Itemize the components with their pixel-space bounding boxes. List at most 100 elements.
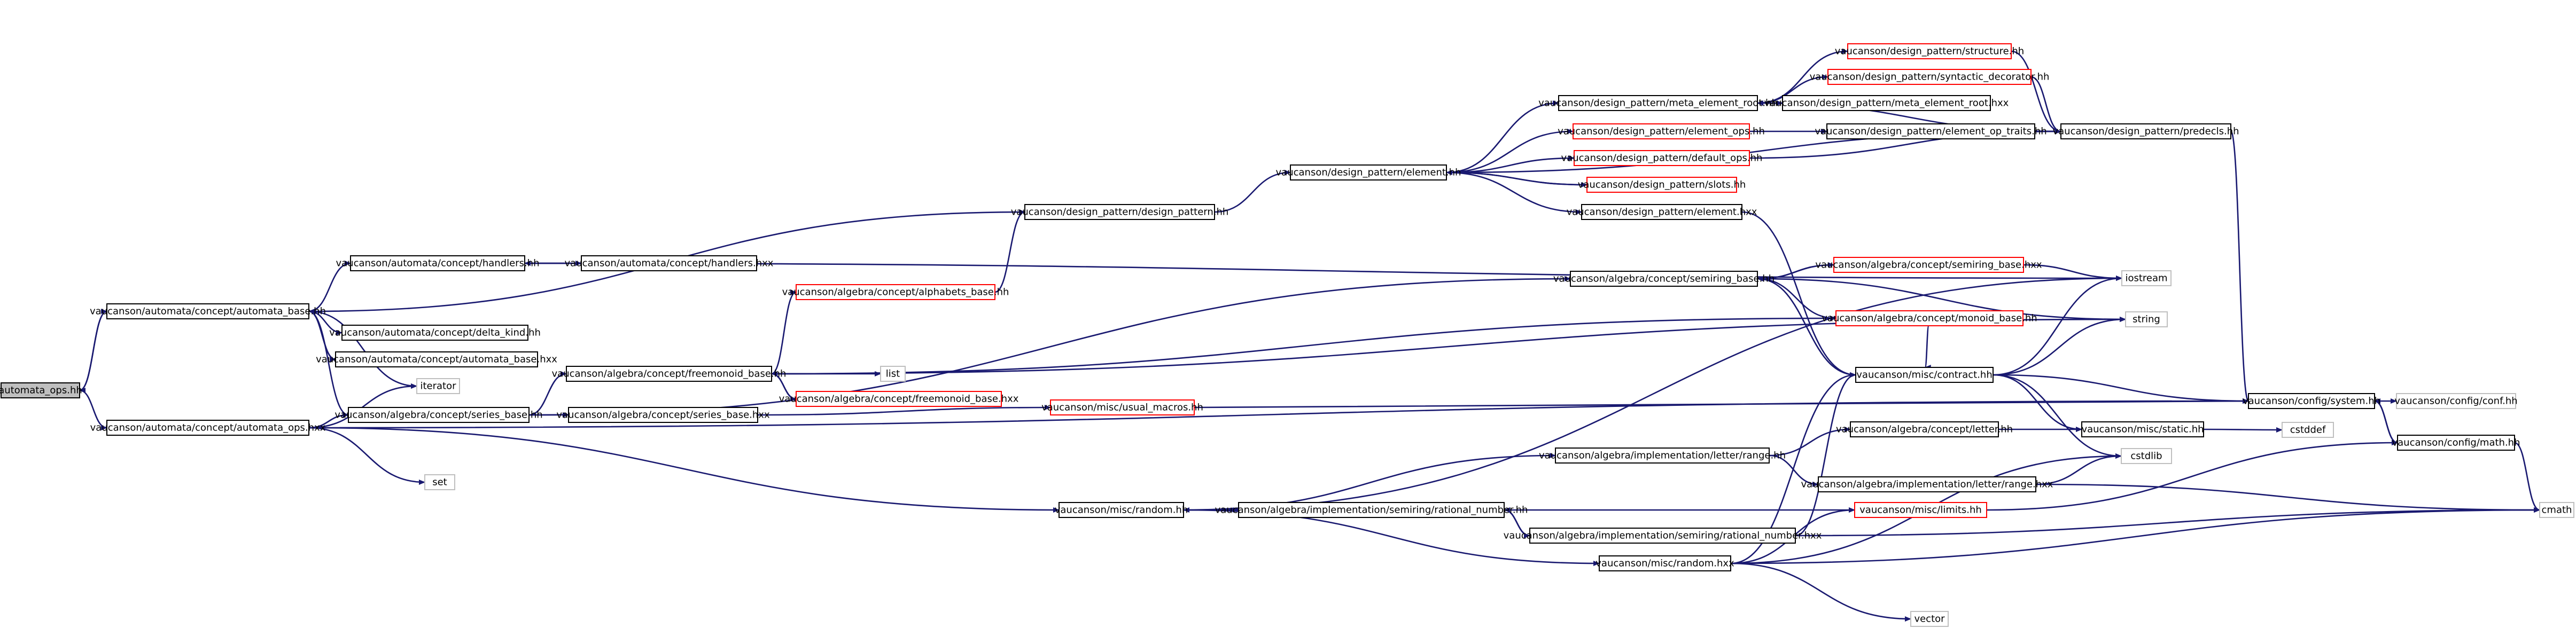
node-design_pattern_hh[interactable]: vaucanson/design_pattern/design_pattern.… xyxy=(1011,204,1229,220)
node-box[interactable] xyxy=(1599,555,1731,571)
node-box[interactable] xyxy=(2125,311,2168,327)
node-box[interactable] xyxy=(1555,448,1770,464)
node-box[interactable] xyxy=(1826,123,2035,139)
node-element_op_traits_hh[interactable]: vaucanson/design_pattern/element_op_trai… xyxy=(1815,123,2047,139)
node-box[interactable] xyxy=(1854,502,1987,518)
node-box[interactable] xyxy=(2121,448,2172,464)
node-box[interactable] xyxy=(341,325,528,341)
node-box[interactable] xyxy=(1529,528,1796,544)
node-box[interactable] xyxy=(2396,393,2516,409)
node-box[interactable] xyxy=(424,474,455,490)
node-box[interactable] xyxy=(1574,150,1750,166)
node-slots_hh[interactable]: vaucanson/design_pattern/slots.hh xyxy=(1578,177,1746,193)
node-box[interactable] xyxy=(348,407,530,423)
node-contract_hh[interactable]: vaucanson/misc/contract.hh xyxy=(1855,367,1994,383)
node-box[interactable] xyxy=(1818,476,2036,492)
node-element_hxx[interactable]: vaucanson/design_pattern/element.hxx xyxy=(1567,204,1757,220)
node-freemonoid_base_hh[interactable]: vaucanson/algebra/concept/freemonoid_bas… xyxy=(552,366,787,382)
node-meta_element_root_hxx[interactable]: vaucanson/design_pattern/meta_element_ro… xyxy=(1764,95,2009,111)
node-letter_range_hxx[interactable]: vaucanson/algebra/implementation/letter/… xyxy=(1801,476,2053,492)
node-monoid_base_hh[interactable]: vaucanson/algebra/concept/monoid_base.hh xyxy=(1822,310,2037,326)
node-random_hh[interactable]: vaucanson/misc/random.hh xyxy=(1055,502,1188,518)
node-vector[interactable]: vector xyxy=(1910,611,1949,627)
node-rational_number_hh[interactable]: vaucanson/algebra/implementation/semirin… xyxy=(1215,502,1528,518)
node-box[interactable] xyxy=(2121,270,2172,286)
node-box[interactable] xyxy=(1847,43,2012,59)
node-meta_element_root_hh[interactable]: vaucanson/design_pattern/meta_element_ro… xyxy=(1538,95,1778,111)
node-box[interactable] xyxy=(568,407,758,423)
node-box[interactable] xyxy=(796,391,1002,407)
node-box[interactable] xyxy=(1,382,80,398)
node-letter_hh[interactable]: vaucanson/algebra/concept/letter.hh xyxy=(1836,421,2013,437)
node-iostream[interactable]: iostream xyxy=(2121,270,2172,286)
node-list[interactable]: list xyxy=(880,366,906,382)
node-predecls_hh[interactable]: vaucanson/design_pattern/predecls.hh xyxy=(2052,123,2239,139)
node-letter_range_hh[interactable]: vaucanson/algebra/implementation/letter/… xyxy=(1539,448,1786,464)
node-element_ops_hh[interactable]: vaucanson/design_pattern/element_ops.hh xyxy=(1558,123,1765,139)
node-box[interactable] xyxy=(2060,123,2231,139)
node-box[interactable] xyxy=(581,255,757,271)
node-semiring_base_hh[interactable]: vaucanson/algebra/concept/semiring_base.… xyxy=(1553,271,1775,287)
node-semiring_base_hxx[interactable]: vaucanson/algebra/concept/semiring_base.… xyxy=(1815,257,2042,273)
node-box[interactable] xyxy=(1558,95,1758,111)
node-cstdlib[interactable]: cstdlib xyxy=(2121,448,2172,464)
node-box[interactable] xyxy=(1586,177,1737,193)
node-box[interactable] xyxy=(335,351,538,367)
node-cstddef[interactable]: cstddef xyxy=(2282,422,2334,438)
node-default_ops_hh[interactable]: vaucanson/design_pattern/default_ops.hh xyxy=(1561,150,1763,166)
node-math_hh[interactable]: vaucanson/config/math.hh xyxy=(2392,435,2520,451)
node-box[interactable] xyxy=(796,284,995,300)
node-delta_kind_hh[interactable]: vaucanson/automata/concept/delta_kind.hh xyxy=(329,325,541,341)
node-box[interactable] xyxy=(2248,393,2375,409)
node-box[interactable] xyxy=(350,255,525,271)
node-box[interactable] xyxy=(566,366,772,382)
node-automata_ops_hh[interactable]: automata_ops.hh xyxy=(0,382,82,398)
node-element_hh[interactable]: vaucanson/design_pattern/element.hh xyxy=(1276,164,1461,180)
node-box[interactable] xyxy=(1835,310,2024,326)
node-box[interactable] xyxy=(106,303,309,319)
node-random_hxx[interactable]: vaucanson/misc/random.hxx xyxy=(1596,555,1734,571)
node-box[interactable] xyxy=(1910,611,1949,627)
node-conf_hh[interactable]: vaucanson/config/conf.hh xyxy=(2394,393,2518,409)
node-box[interactable] xyxy=(1050,399,1195,415)
node-structure_hh[interactable]: vaucanson/design_pattern/structure.hh xyxy=(1835,43,2024,59)
node-box[interactable] xyxy=(1833,257,2024,273)
node-box[interactable] xyxy=(2081,421,2204,437)
node-automata_ops_hxx[interactable]: vaucanson/automata/concept/automata_ops.… xyxy=(90,420,326,436)
node-box[interactable] xyxy=(1290,164,1447,180)
node-box[interactable] xyxy=(2397,435,2515,451)
node-box[interactable] xyxy=(1238,502,1505,518)
node-handlers_hxx[interactable]: vaucanson/automata/concept/handlers.hxx xyxy=(565,255,774,271)
node-box[interactable] xyxy=(1782,95,1991,111)
node-box[interactable] xyxy=(1855,367,1994,383)
node-box[interactable] xyxy=(1850,421,1999,437)
node-string[interactable]: string xyxy=(2125,311,2168,327)
node-automata_base_hxx[interactable]: vaucanson/automata/concept/automata_base… xyxy=(316,351,557,367)
node-box[interactable] xyxy=(1827,69,2032,85)
node-handlers_hh[interactable]: vaucanson/automata/concept/handlers.hh xyxy=(336,255,540,271)
node-usual_macros_hh[interactable]: vaucanson/misc/usual_macros.hh xyxy=(1041,399,1203,415)
node-cmath[interactable]: cmath xyxy=(2539,502,2574,518)
node-series_base_hxx[interactable]: vaucanson/algebra/concept/series_base.hx… xyxy=(556,407,770,423)
node-box[interactable] xyxy=(106,420,309,436)
node-syntactic_decorator_hh[interactable]: vaucanson/design_pattern/syntactic_decor… xyxy=(1810,69,2050,85)
node-freemonoid_base_hxx[interactable]: vaucanson/algebra/concept/freemonoid_bas… xyxy=(779,391,1019,407)
node-automata_base_hh[interactable]: vaucanson/automata/concept/automata_base… xyxy=(90,303,326,319)
node-system_hh[interactable]: vaucanson/config/system.hh xyxy=(2243,393,2380,409)
node-limits_hh[interactable]: vaucanson/misc/limits.hh xyxy=(1854,502,1987,518)
node-alphabets_base_hh[interactable]: vaucanson/algebra/concept/alphabets_base… xyxy=(782,284,1009,300)
node-box[interactable] xyxy=(2282,422,2334,438)
node-rational_number_hxx[interactable]: vaucanson/algebra/implementation/semirin… xyxy=(1504,528,1822,544)
node-box[interactable] xyxy=(1570,271,1758,287)
node-box[interactable] xyxy=(416,378,460,394)
node-box[interactable] xyxy=(1581,204,1742,220)
node-static_hh[interactable]: vaucanson/misc/static.hh xyxy=(2081,421,2204,437)
node-set[interactable]: set xyxy=(424,474,455,490)
node-iterator[interactable]: iterator xyxy=(416,378,460,394)
node-box[interactable] xyxy=(1573,123,1750,139)
node-series_base_hh[interactable]: vaucanson/algebra/concept/series_base.hh xyxy=(334,407,543,423)
node-box[interactable] xyxy=(1024,204,1215,220)
node-box[interactable] xyxy=(880,366,906,382)
node-box[interactable] xyxy=(2539,502,2574,518)
node-box[interactable] xyxy=(1059,502,1184,518)
